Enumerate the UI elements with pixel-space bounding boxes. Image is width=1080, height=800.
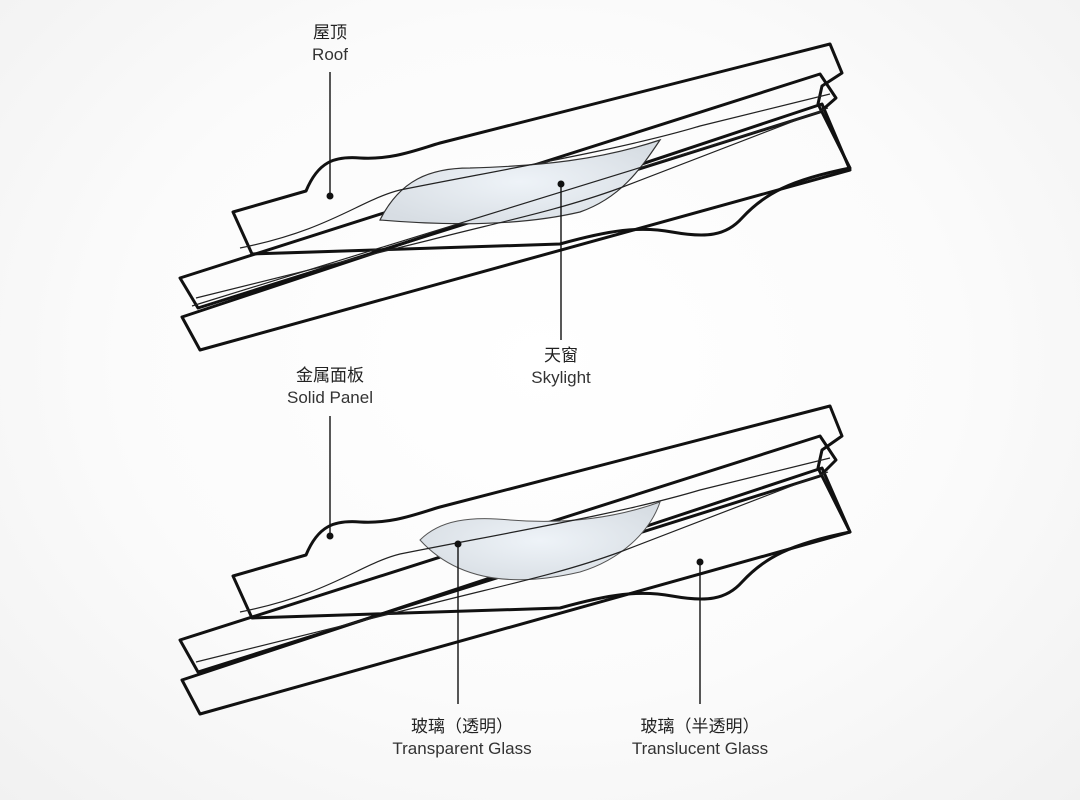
transparent-glass-label-en: Transparent Glass [392, 738, 531, 760]
roof-label-en: Roof [312, 44, 348, 66]
transparent-glass-label: 玻璃（透明） Transparent Glass [392, 716, 531, 760]
skylight-label: 天窗 Skylight [531, 345, 591, 389]
bottom-transparent-glass [420, 502, 660, 580]
top-bottom-slab [182, 104, 850, 350]
top-roof-slab [233, 44, 850, 254]
skylight-label-zh: 天窗 [531, 345, 591, 367]
translucent-glass-label-en: Translucent Glass [632, 738, 768, 760]
bottom-roof-assembly [180, 406, 850, 714]
roof-label: 屋顶 Roof [312, 22, 348, 66]
solid-panel-label-zh: 金属面板 [287, 365, 373, 387]
translucent-glass-label: 玻璃（半透明） Translucent Glass [632, 716, 768, 760]
top-roof-assembly [180, 44, 850, 350]
skylight-label-en: Skylight [531, 367, 591, 389]
top-skylight-band [380, 140, 660, 224]
bottom-bottom-slab [182, 468, 850, 714]
solid-panel-label-en: Solid Panel [287, 387, 373, 409]
roof-label-zh: 屋顶 [312, 22, 348, 44]
solid-panel-label: 金属面板 Solid Panel [287, 365, 373, 409]
translucent-glass-label-zh: 玻璃（半透明） [632, 716, 768, 738]
transparent-glass-label-zh: 玻璃（透明） [392, 716, 531, 738]
